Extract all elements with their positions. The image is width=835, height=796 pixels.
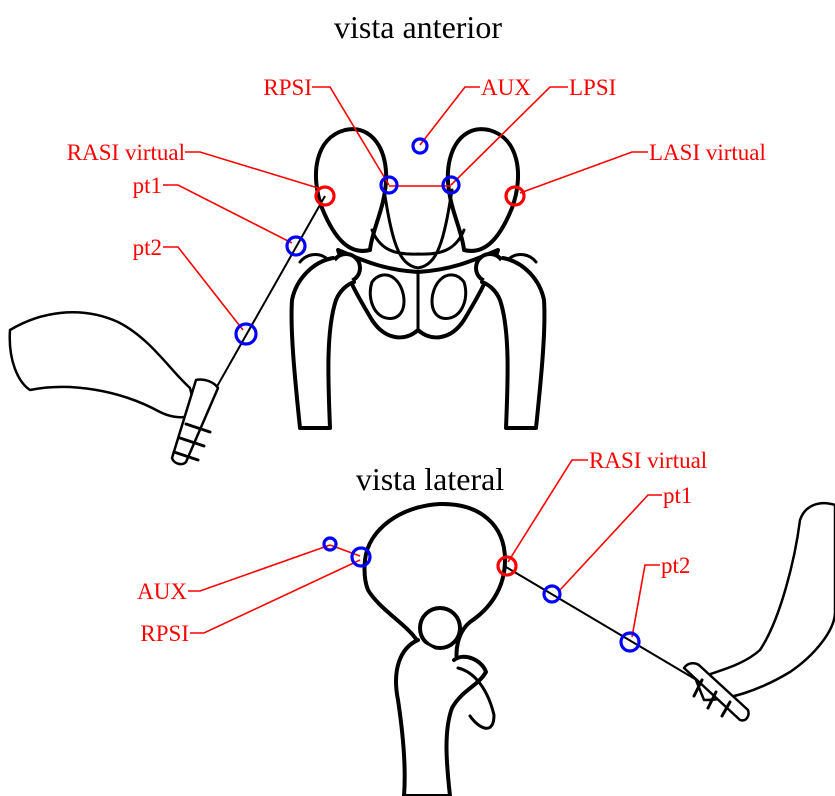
lateral-label-rpsi: RPSI <box>140 621 189 646</box>
anterior-label-lpsi: LPSI <box>569 75 616 100</box>
lateral-pointer-wand-line <box>506 567 700 682</box>
anterior-label-lasi-virtual: LASI virtual <box>649 140 766 165</box>
anterior-label-pt2: pt2 <box>133 235 162 260</box>
lateral-label-pt1: pt1 <box>663 483 692 508</box>
lateral-label-aux: AUX <box>137 579 187 604</box>
lateral-aux-marker <box>324 538 336 550</box>
anterior-pelvis-illustration <box>292 129 545 428</box>
anterior-label-pt1: pt1 <box>133 173 162 198</box>
anterior-label-rpsi: RPSI <box>263 75 312 100</box>
anterior-label-aux: AUX <box>481 75 531 100</box>
anterior-view-title: vista anterior <box>334 9 502 45</box>
lateral-pointer-wand <box>684 503 835 720</box>
lateral-pt2-marker <box>621 633 639 651</box>
anterior-aux-marker <box>413 139 427 153</box>
anterior-labels: RPSI AUX LPSI RASI virtual LASI virtual … <box>67 75 766 260</box>
lateral-view: vista lateral <box>137 448 835 796</box>
anterior-view: vista anterior <box>10 9 766 464</box>
lateral-hip-illustration <box>364 504 505 796</box>
anterior-pointer-wand <box>10 312 218 464</box>
lateral-view-title: vista lateral <box>356 461 504 497</box>
lateral-label-pt2: pt2 <box>661 553 690 578</box>
lateral-label-rasi-virtual: RASI virtual <box>589 448 707 473</box>
anterior-label-rasi-virtual: RASI virtual <box>67 140 185 165</box>
